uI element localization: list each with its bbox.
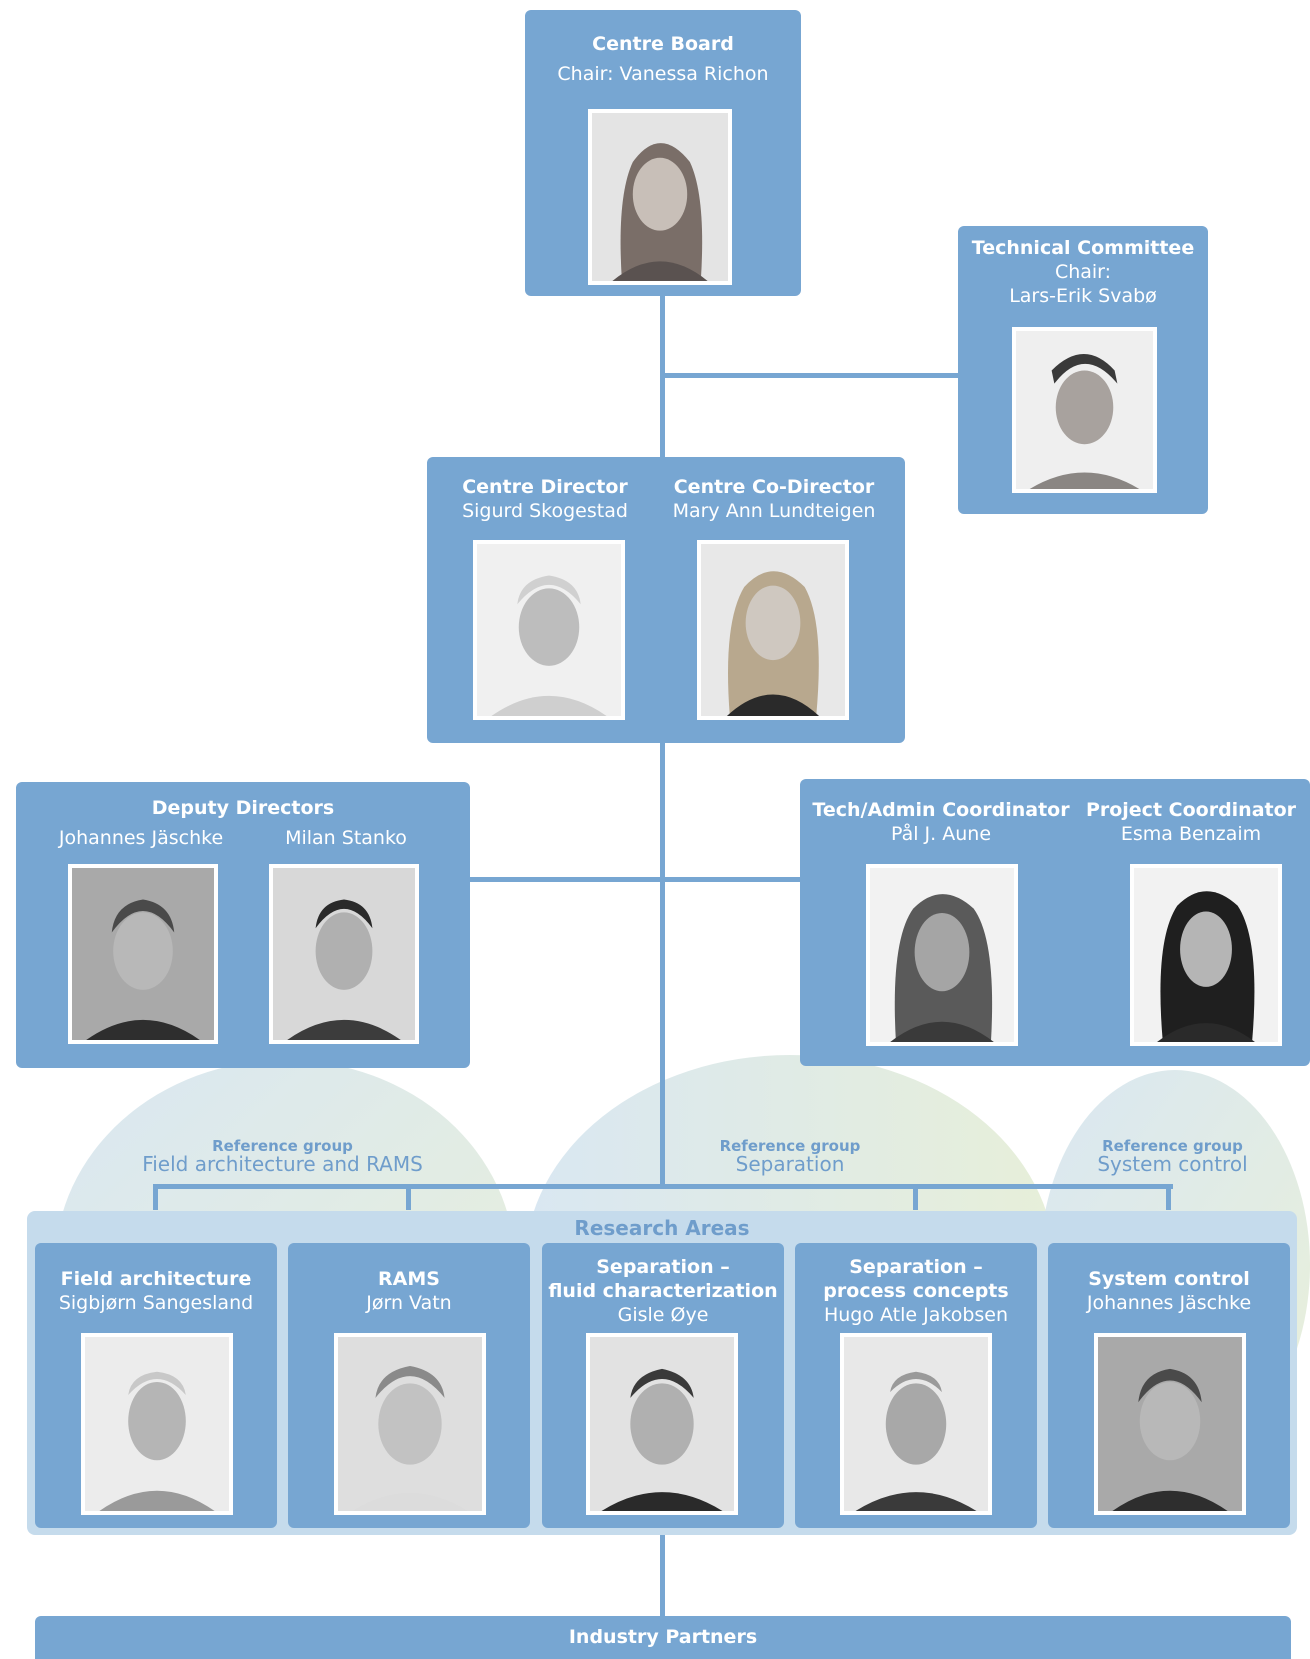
portrait-photo bbox=[269, 864, 419, 1044]
connector-research-1 bbox=[153, 1184, 158, 1210]
reference-group-label: Reference group bbox=[212, 1137, 353, 1155]
box-title: Centre Co-Director bbox=[673, 476, 875, 498]
research-area-separation-fluid: Separation – fluid characterization Gisl… bbox=[542, 1243, 784, 1528]
portrait-photo bbox=[588, 109, 732, 285]
research-area-separation-process: Separation – process concepts Hugo Atle … bbox=[795, 1243, 1037, 1528]
portrait-photo bbox=[473, 540, 625, 720]
reference-group-system-control: Reference group System control bbox=[1050, 1138, 1295, 1174]
reference-group-field-rams: Reference group Field architecture and R… bbox=[120, 1138, 445, 1174]
reference-group-name: Field architecture and RAMS bbox=[142, 1152, 423, 1176]
reference-group-label: Reference group bbox=[1102, 1137, 1243, 1155]
box-name: Sigbjørn Sangesland bbox=[58, 1292, 254, 1314]
connector-research-horizontal bbox=[153, 1184, 1173, 1189]
box-name: Esma Benzaim bbox=[1120, 823, 1262, 845]
connector-director-down bbox=[660, 742, 665, 1187]
box-title: Field architecture bbox=[60, 1268, 252, 1290]
reference-group-label: Reference group bbox=[719, 1137, 861, 1155]
portrait-photo bbox=[334, 1333, 486, 1515]
box-name: Chair: Vanessa Richon bbox=[557, 63, 769, 85]
connector-tech-committee bbox=[660, 373, 960, 378]
box-title: Separation – bbox=[849, 1256, 983, 1278]
portrait-photo bbox=[840, 1333, 992, 1515]
box-title: Centre Director bbox=[462, 476, 628, 498]
reference-group-separation: Reference group Separation bbox=[640, 1138, 940, 1174]
box-title: Separation – bbox=[596, 1256, 730, 1278]
box-name: Mary Ann Lundteigen bbox=[672, 500, 876, 522]
box-title: Tech/Admin Coordinator bbox=[812, 799, 1070, 821]
deputy-directors-box: Deputy Directors Johannes Jäschke Milan … bbox=[16, 782, 470, 1068]
box-name: Johannes Jäschke bbox=[58, 827, 224, 849]
research-area-field-architecture: Field architecture Sigbjørn Sangesland bbox=[35, 1243, 277, 1528]
box-title: System control bbox=[1088, 1268, 1250, 1290]
portrait-photo bbox=[81, 1333, 233, 1515]
box-title: Deputy Directors bbox=[151, 797, 335, 819]
connector-research-2 bbox=[406, 1184, 411, 1210]
portrait-photo bbox=[586, 1333, 738, 1515]
box-title: Technical Committee bbox=[971, 237, 1195, 259]
research-area-system-control: System control Johannes Jäschke bbox=[1048, 1243, 1290, 1528]
box-name: Lars-Erik Svabø bbox=[1009, 285, 1157, 307]
portrait-photo bbox=[68, 864, 218, 1044]
box-title: Project Coordinator bbox=[1085, 799, 1297, 821]
box-name: Pål J. Aune bbox=[890, 823, 992, 845]
box-title: process concepts bbox=[823, 1280, 1009, 1302]
industry-partners-box: Industry Partners bbox=[35, 1616, 1291, 1659]
box-title: fluid characterization bbox=[548, 1280, 778, 1302]
coordinators-box: Tech/Admin Coordinator Pål J. Aune Proje… bbox=[800, 779, 1310, 1066]
box-chair-label: Chair: bbox=[1054, 261, 1112, 283]
box-name: Milan Stanko bbox=[285, 827, 407, 849]
box-name: Gisle Øye bbox=[617, 1304, 709, 1326]
portrait-photo bbox=[866, 864, 1018, 1046]
portrait-photo bbox=[697, 540, 849, 720]
connector-coordinators bbox=[660, 877, 802, 882]
portrait-photo bbox=[1012, 327, 1157, 493]
reference-group-name: Separation bbox=[735, 1152, 845, 1176]
box-name: Sigurd Skogestad bbox=[462, 500, 628, 522]
centre-board-box: Centre Board Chair: Vanessa Richon bbox=[525, 10, 801, 296]
technical-committee-box: Technical Committee Chair: Lars-Erik Sva… bbox=[958, 226, 1208, 514]
research-area-rams: RAMS Jørn Vatn bbox=[288, 1243, 530, 1528]
connector-research-4 bbox=[913, 1184, 918, 1210]
portrait-photo bbox=[1094, 1333, 1246, 1515]
connector-partners bbox=[660, 1525, 665, 1617]
centre-directors-box: Centre Director Sigurd Skogestad Centre … bbox=[427, 457, 905, 743]
box-title: RAMS bbox=[378, 1268, 440, 1290]
box-title: Industry Partners bbox=[568, 1626, 758, 1648]
research-areas-title: Research Areas bbox=[574, 1216, 750, 1240]
connector-deputy bbox=[468, 877, 663, 882]
connector-research-5 bbox=[1166, 1184, 1171, 1210]
box-title: Centre Board bbox=[592, 33, 734, 55]
box-name: Johannes Jäschke bbox=[1086, 1292, 1252, 1314]
reference-group-name: System control bbox=[1097, 1152, 1248, 1176]
box-name: Jørn Vatn bbox=[366, 1292, 452, 1314]
portrait-photo bbox=[1130, 864, 1282, 1046]
box-name: Hugo Atle Jakobsen bbox=[823, 1304, 1009, 1326]
